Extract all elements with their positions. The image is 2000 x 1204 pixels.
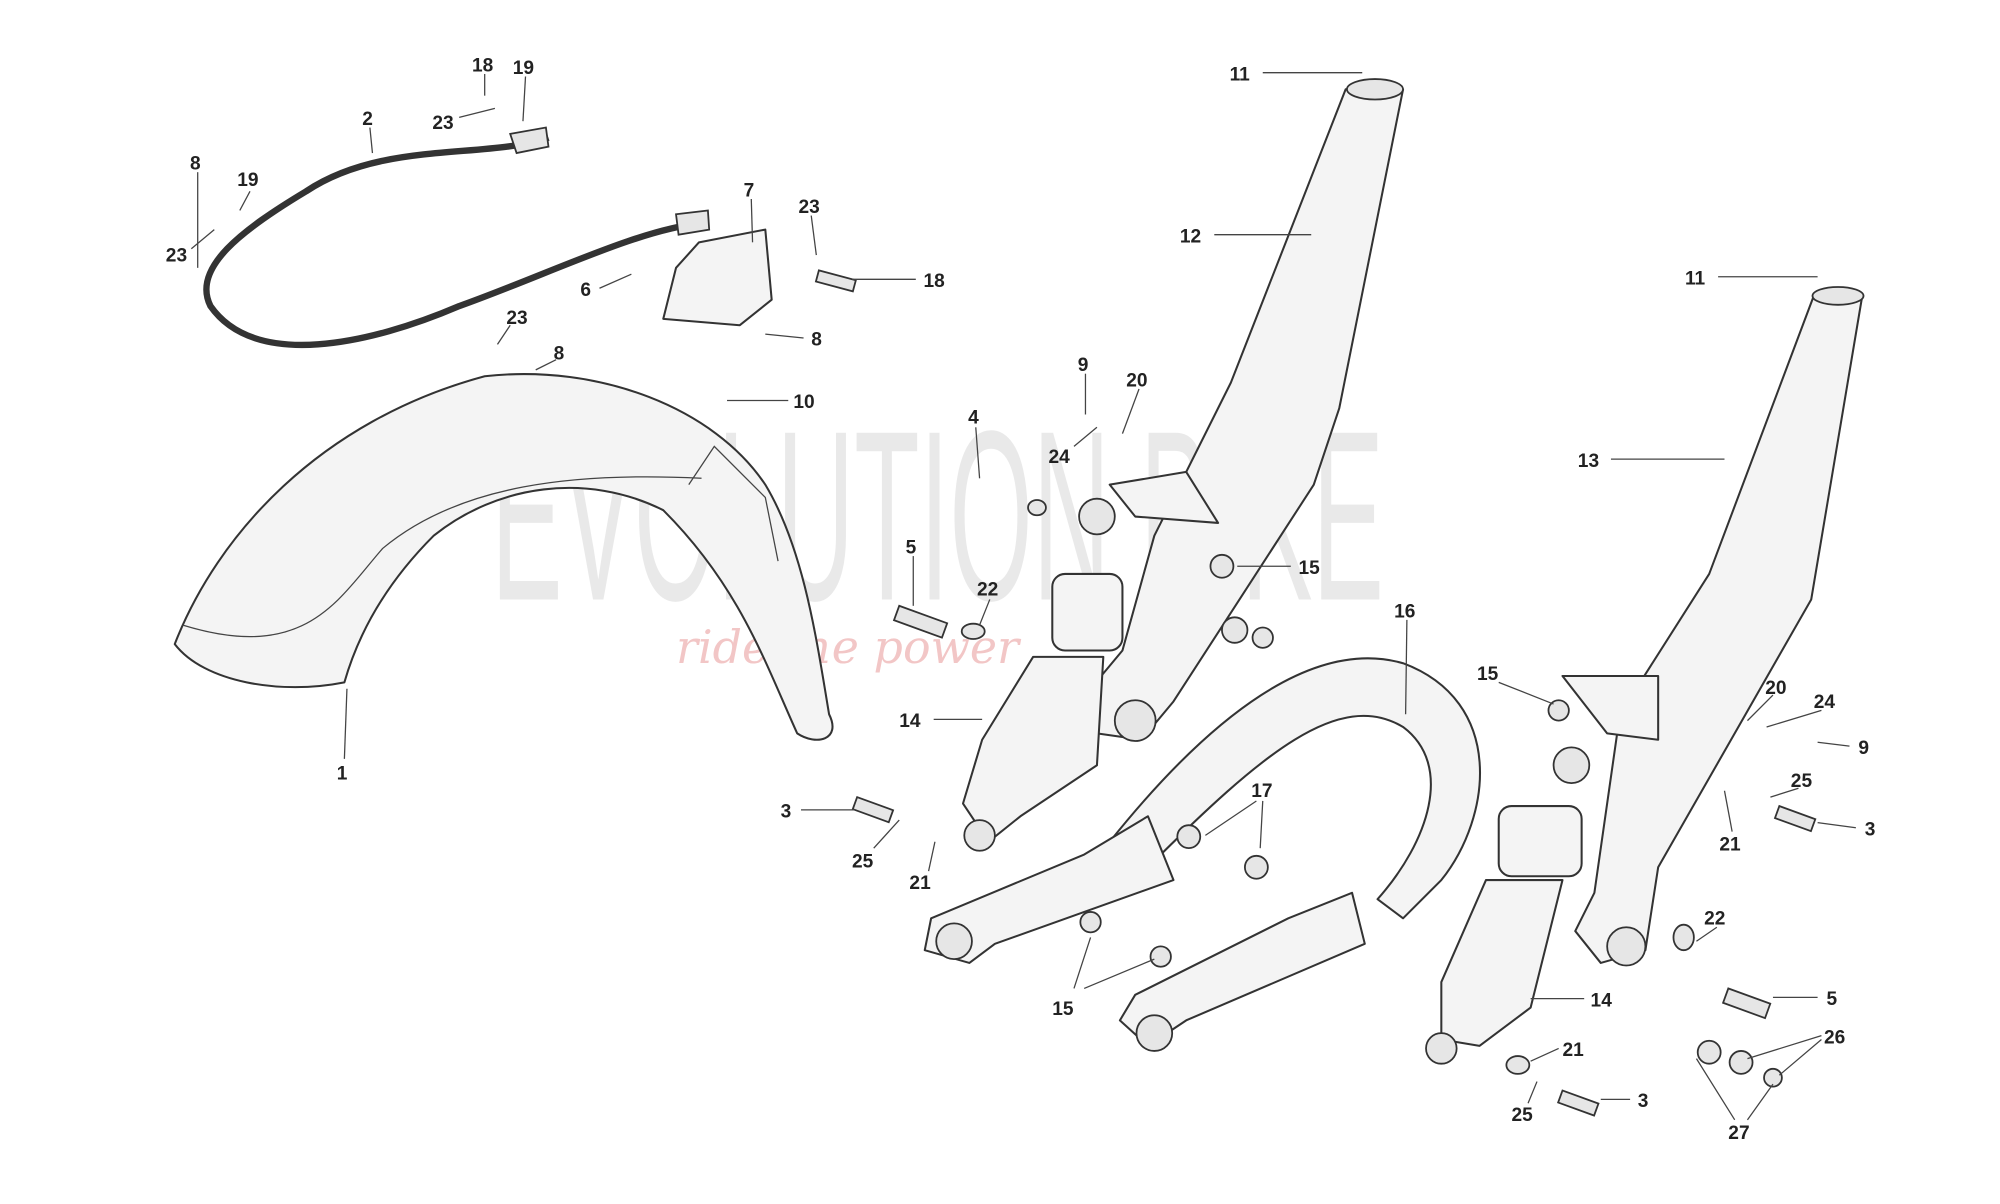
callout-5: 5: [906, 538, 917, 559]
leader-lines: [190, 72, 1856, 1121]
callout-23: 23: [432, 113, 453, 134]
callout-3: 3: [781, 802, 792, 823]
callout-26: 26: [1824, 1027, 1845, 1048]
callout-24: 24: [1814, 692, 1836, 713]
callout-24: 24: [1048, 447, 1070, 468]
callout-20: 20: [1765, 678, 1786, 699]
callout-22: 22: [977, 580, 998, 601]
fork-brace: [923, 657, 1481, 1052]
callout-11: 11: [1230, 64, 1251, 85]
callout-18: 18: [923, 271, 945, 292]
callout-25: 25: [852, 851, 874, 872]
fork-leg-right: [1561, 286, 1865, 967]
callout-11: 11: [1685, 268, 1706, 289]
callout-8: 8: [554, 344, 565, 365]
callout-21: 21: [1563, 1040, 1585, 1061]
callout-21: 21: [1719, 835, 1741, 856]
callout-22: 22: [1704, 909, 1725, 930]
callout-21: 21: [909, 873, 931, 894]
callout-14: 14: [899, 711, 921, 732]
callout-4: 4: [968, 407, 979, 428]
callout-19: 19: [237, 170, 258, 191]
hardware: [814, 269, 1817, 1117]
callout-23: 23: [166, 245, 187, 266]
callout-3: 3: [1638, 1091, 1649, 1112]
callout-1: 1: [337, 763, 348, 784]
callout-17: 17: [1251, 781, 1272, 802]
callout-20: 20: [1126, 370, 1147, 391]
callout-9: 9: [1078, 355, 1089, 376]
callout-23: 23: [798, 197, 819, 218]
callout-15: 15: [1052, 999, 1074, 1020]
callout-7: 7: [744, 180, 755, 201]
callout-25: 25: [1791, 771, 1813, 792]
fork-leg-left: [1089, 78, 1405, 742]
callout-23: 23: [506, 308, 527, 329]
callout-5: 5: [1827, 989, 1838, 1010]
callout-14: 14: [1591, 990, 1613, 1011]
callout-12: 12: [1180, 226, 1201, 247]
callout-19: 19: [513, 58, 534, 79]
callout-9: 9: [1858, 738, 1869, 759]
shock-absorber-right: [1425, 746, 1591, 1065]
callout-27: 27: [1728, 1123, 1749, 1144]
callout-25: 25: [1511, 1105, 1533, 1126]
fender-stay: [203, 126, 711, 349]
callout-3: 3: [1865, 819, 1876, 840]
callout-15: 15: [1298, 558, 1320, 579]
callout-15: 15: [1477, 664, 1499, 685]
front-fender: [173, 373, 834, 741]
callout-labels: 1 2 8 19 23 18 19 23 7 23 6 18 8 23 8 10…: [166, 55, 1876, 1144]
callout-8: 8: [811, 330, 822, 351]
callout-6: 6: [580, 280, 591, 301]
callout-18: 18: [472, 55, 494, 76]
callout-13: 13: [1578, 451, 1599, 472]
callout-16: 16: [1394, 601, 1415, 622]
callout-8: 8: [190, 154, 201, 175]
callout-2: 2: [362, 109, 373, 130]
callout-10: 10: [793, 392, 814, 413]
fender-bracket: [662, 228, 773, 327]
shock-absorber-left: [961, 497, 1124, 852]
